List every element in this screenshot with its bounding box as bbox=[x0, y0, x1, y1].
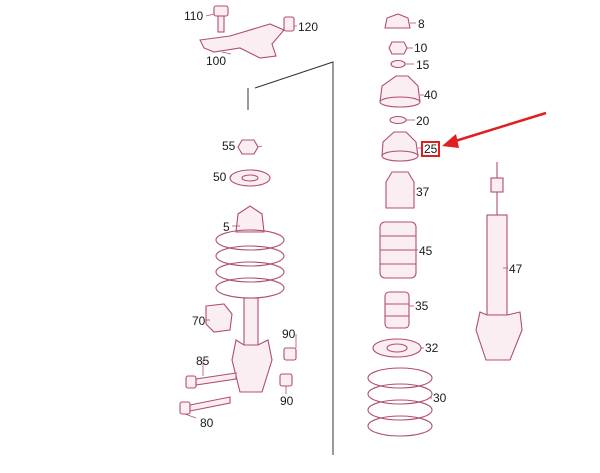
part-25-upper-mount bbox=[381, 131, 419, 162]
label-part-55: 55 bbox=[222, 139, 236, 153]
part-32-spring-seat bbox=[372, 338, 422, 358]
part-50-upper-seat bbox=[229, 169, 271, 187]
part-8-cap bbox=[384, 13, 411, 29]
part-80-bolt bbox=[179, 396, 231, 415]
part-70-bracket bbox=[205, 303, 233, 333]
label-part-47: 47 bbox=[509, 262, 523, 276]
label-part-120: 120 bbox=[298, 20, 319, 34]
label-part-85: 85 bbox=[196, 354, 210, 368]
label-part-40: 40 bbox=[424, 88, 438, 102]
label-part-35: 35 bbox=[415, 299, 429, 313]
label-part-45: 45 bbox=[419, 244, 433, 258]
label-part-30: 30 bbox=[433, 391, 447, 405]
part-90-nut-lower bbox=[279, 373, 293, 387]
part-85-bolt bbox=[185, 372, 237, 389]
part-45-dust-boot bbox=[379, 221, 417, 279]
label-part-25-highlighted: 25 bbox=[421, 141, 441, 157]
label-part-32: 32 bbox=[425, 341, 439, 355]
part-47-shock-absorber bbox=[475, 162, 523, 361]
label-part-20: 20 bbox=[416, 114, 430, 128]
part-55-nut bbox=[237, 139, 259, 155]
part-37-bump-stop bbox=[385, 171, 415, 209]
part-10-nut bbox=[388, 41, 408, 55]
highlight-arrow bbox=[442, 111, 547, 148]
label-part-70: 70 bbox=[192, 314, 206, 328]
label-part-110: 110 bbox=[184, 9, 204, 23]
label-part-80: 80 bbox=[200, 416, 214, 430]
leader-lines bbox=[184, 13, 508, 419]
part-35-bumper bbox=[384, 291, 410, 329]
label-part-90-upper: 90 bbox=[282, 327, 296, 341]
part-110-bolt bbox=[213, 5, 229, 33]
label-part-100: 100 bbox=[206, 54, 227, 68]
part-5-strut-assembly bbox=[215, 205, 285, 393]
part-100-mount-plate bbox=[199, 23, 285, 59]
assembly-bracket-right bbox=[254, 61, 334, 455]
part-15-washer bbox=[390, 59, 406, 69]
label-part-37: 37 bbox=[416, 185, 430, 199]
part-40-top-mount bbox=[379, 75, 421, 108]
label-part-50: 50 bbox=[213, 170, 227, 184]
part-30-coil-spring bbox=[367, 367, 433, 437]
label-part-5: 5 bbox=[223, 220, 230, 234]
label-part-90-lower: 90 bbox=[280, 394, 294, 408]
label-part-8: 8 bbox=[418, 17, 425, 31]
label-part-15: 15 bbox=[416, 58, 430, 72]
label-part-10: 10 bbox=[414, 41, 428, 55]
part-20-washer bbox=[389, 115, 407, 125]
part-120-clip bbox=[283, 16, 295, 32]
part-90-nut-upper bbox=[283, 347, 297, 361]
